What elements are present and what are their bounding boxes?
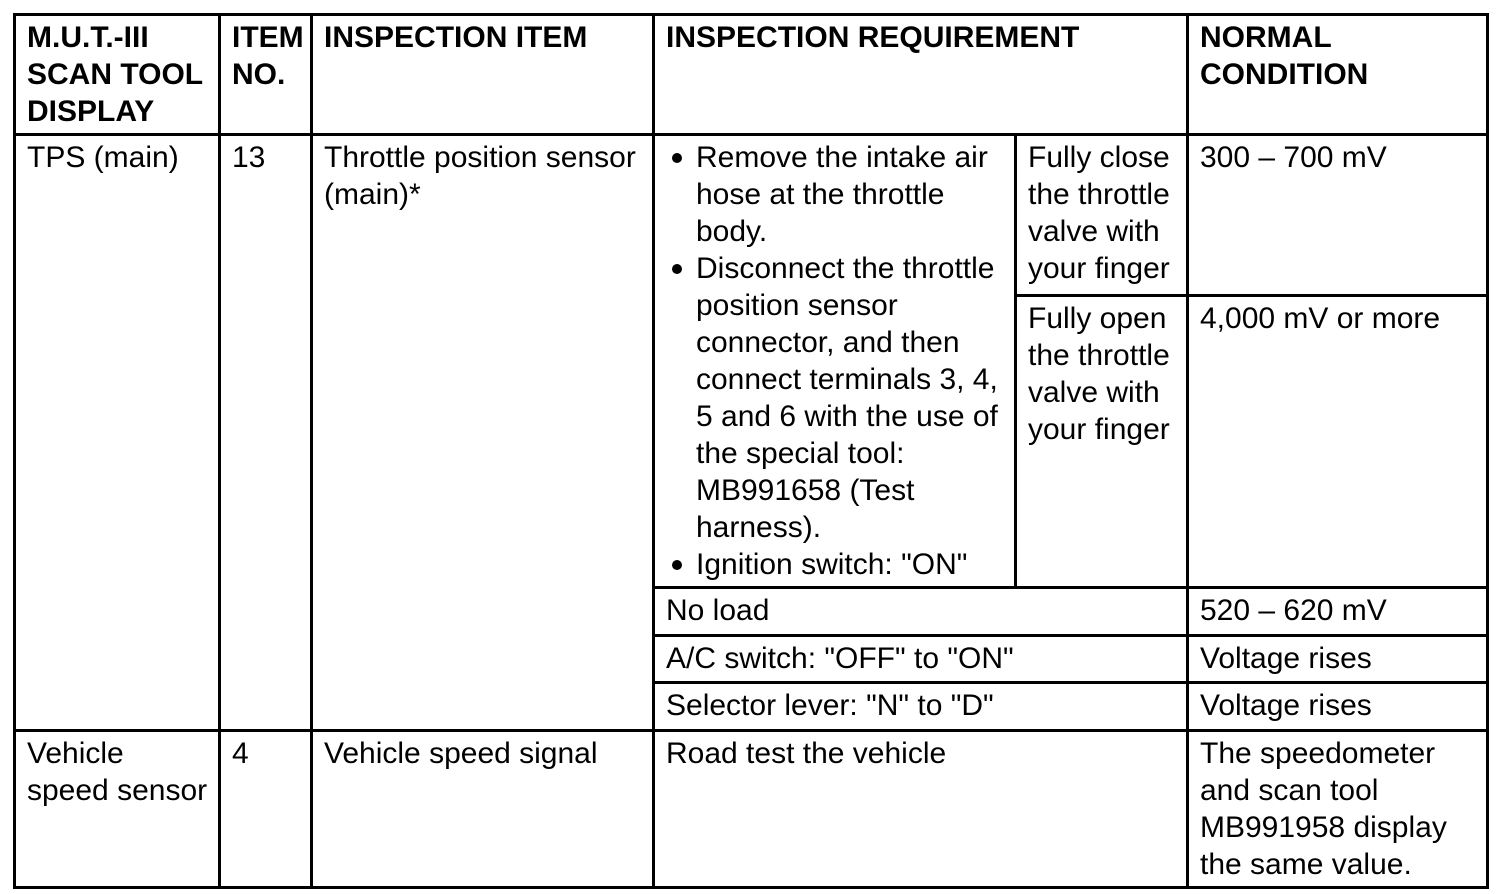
row-ac-switch: A/C switch: "OFF" to "ON" Voltage rises: [15, 634, 1489, 684]
requirement-step: Remove the intake air hose at the thrott…: [666, 139, 1006, 250]
header-item-no: ITEM NO.: [218, 13, 313, 136]
header-scan-tool-display: M.U.T.-III SCAN TOOL DISPLAY: [13, 13, 221, 136]
header-inspection-requirement: INSPECTION REQUIREMENT: [652, 13, 1189, 136]
cell-requirement-road-test: Road test the vehicle: [652, 729, 1189, 889]
cell-scan-tool-display: Vehicle speed sensor: [13, 729, 221, 889]
header-row: M.U.T.-III SCAN TOOL DISPLAY ITEM NO. IN…: [13, 13, 1489, 136]
row-tps-close: TPS (main) 13 Throttle position sensor (…: [13, 133, 1489, 732]
cell-requirement-steps: Remove the intake air hose at the thrott…: [652, 133, 1017, 589]
cell-normal-fully-open: 4,000 mV or more: [1186, 293, 1489, 590]
row-no-load: No load 520 – 620 mV: [15, 586, 1489, 637]
cell-normal-road-test: The speedometer and scan tool MB991958 d…: [1186, 729, 1489, 889]
row-vehicle-speed: Vehicle speed sensor 4 Vehicle speed sig…: [13, 729, 1489, 889]
cell-condition-no-load: No load: [652, 586, 1189, 637]
cell-inspection-item: Vehicle speed signal: [310, 729, 655, 889]
cell-item-no: 4: [218, 729, 313, 889]
cell-condition-fully-open: Fully open the throttle valve with your …: [1014, 293, 1189, 590]
header-inspection-item: INSPECTION ITEM: [310, 13, 655, 136]
requirement-step: Ignition switch: "ON": [666, 546, 1006, 583]
cell-inspection-item: Throttle position sensor (main)*: [310, 133, 655, 732]
row-selector-lever: Selector lever: "N" to "D" Voltage rises: [15, 681, 1489, 732]
requirement-step-list: Remove the intake air hose at the thrott…: [666, 139, 1006, 583]
cell-condition-selector-lever: Selector lever: "N" to "D": [652, 681, 1189, 732]
header-normal-condition: NORMAL CONDITION: [1186, 13, 1489, 136]
row-tps-open: Fully open the throttle valve with your …: [15, 293, 1489, 590]
requirement-step: Disconnect the throttle position sensor …: [666, 250, 1006, 546]
cell-normal-fully-close: 300 – 700 mV: [1186, 133, 1489, 297]
cell-condition-ac-switch: A/C switch: "OFF" to "ON": [652, 634, 1189, 684]
cell-condition-fully-close: Fully close the throttle valve with your…: [1014, 133, 1189, 297]
cell-normal-ac-switch: Voltage rises: [1186, 634, 1489, 684]
cell-normal-no-load: 520 – 620 mV: [1186, 586, 1489, 637]
cell-item-no: 13: [218, 133, 313, 732]
cell-scan-tool-display: TPS (main): [13, 133, 221, 732]
inspection-table: M.U.T.-III SCAN TOOL DISPLAY ITEM NO. IN…: [13, 13, 1489, 889]
cell-normal-selector-lever: Voltage rises: [1186, 681, 1489, 732]
